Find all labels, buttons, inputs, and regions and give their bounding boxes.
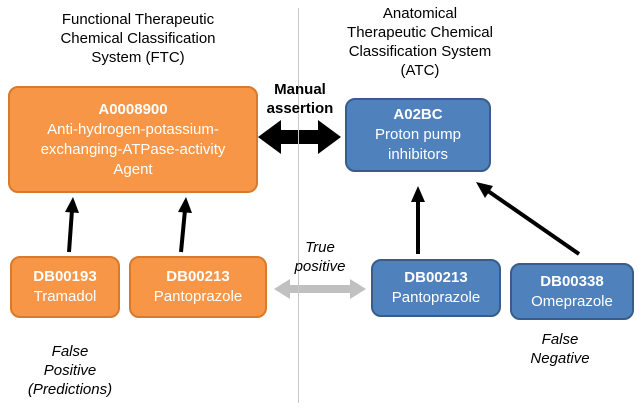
node-drug-name: Pantoprazole [391,289,481,306]
node-text-line: exchanging-ATPase-activity [40,140,226,158]
arrow-atc-db00213-to-atc-class [411,186,425,254]
label-line: Negative [530,350,590,367]
label-line: Manual [274,81,326,98]
true-positive-label: True positive [278,238,362,276]
ftc-header: Functional Therapeutic Chemical Classifi… [18,10,258,67]
node-drug-name: Tramadol [33,288,97,305]
ftc-header-line: Chemical Classification [60,30,216,47]
ftc-drug-node-db00213: DB00213 Pantoprazole [129,256,267,318]
atc-class-node: A02BC Proton pump inhibitors [345,98,491,172]
node-text-line: Proton pump [375,126,461,143]
false-positive-label: False Positive (Predictions) [10,342,130,399]
node-drug-name: Omeprazole [531,292,613,310]
atc-drug-node-db00213: DB00213 Pantoprazole [371,259,501,317]
node-id: DB00338 [540,272,604,290]
section-divider [298,8,299,403]
atc-header: Anatomical Therapeutic Chemical Classifi… [330,4,510,80]
atc-header-line: Anatomical [382,5,458,22]
arrow-db00213-to-ftc-class [178,197,192,253]
node-text-line: Agent [113,160,153,178]
manual-assertion-double-arrow [258,120,341,154]
ftc-header-line: Functional Therapeutic [61,11,215,28]
atc-header-line: Classification System [348,43,492,60]
label-line: False [541,331,579,348]
ftc-header-line: System (FTC) [91,49,185,66]
node-text-line: Anti-hydrogen-potassium- [47,120,219,138]
node-text-line: inhibitors [387,146,449,163]
node-id: DB00213 [166,268,230,285]
label-line: positive [294,258,346,275]
arrow-db00338-to-atc-class [476,182,581,256]
atc-header-line: Therapeutic Chemical [347,24,493,41]
atc-header-line: (ATC) [400,62,440,79]
label-line: False [51,343,89,360]
node-id: A02BC [393,106,443,123]
ftc-class-node: A0008900 Anti-hydrogen-potassium- exchan… [8,86,258,193]
node-id: DB00193 [33,268,97,285]
label-line: True [305,239,335,256]
manual-assertion-label: Manual assertion [252,80,348,118]
node-id: A0008900 [98,100,168,118]
label-line: (Predictions) [27,381,113,398]
node-id: DB00213 [404,269,468,286]
ftc-drug-node-db00193: DB00193 Tramadol [10,256,120,318]
node-drug-name: Pantoprazole [153,288,243,305]
label-line: assertion [266,100,334,117]
atc-drug-node-db00338: DB00338 Omeprazole [510,263,634,320]
label-line: Positive [43,362,97,379]
false-negative-label: False Negative [518,330,602,368]
arrow-db00193-to-ftc-class [65,197,79,253]
true-positive-double-arrow [274,279,366,299]
